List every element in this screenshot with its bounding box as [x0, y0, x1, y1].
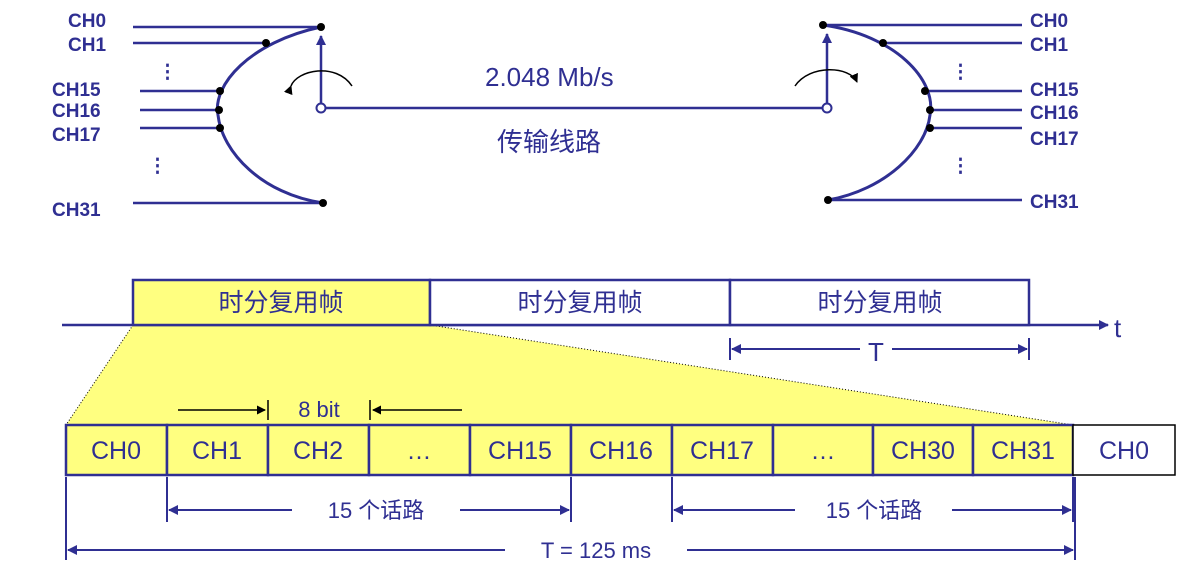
slot-next-ch0 [1072, 424, 1176, 476]
slot-label-ellipsis-2: … [811, 437, 836, 465]
line-label: 传输线路 [497, 127, 601, 157]
slot-label-next-ch0: CH0 [1099, 437, 1149, 465]
slot-ch17 [670, 423, 775, 477]
slot-label-ch0: CH0 [91, 437, 141, 465]
zoom-edge-right [429, 324, 1074, 426]
slot-ch2 [266, 423, 371, 477]
left-label-ch1: CH1 [68, 35, 106, 56]
slot-label-ch16: CH16 [589, 437, 653, 465]
right-pivot [821, 102, 833, 114]
slot-label-ch17: CH17 [690, 437, 754, 465]
frame-2 [428, 278, 732, 327]
slot-ch0 [64, 423, 169, 477]
left-contact-dots [215, 23, 327, 207]
frame-3-label: 时分复用帧 [817, 289, 942, 317]
rate-label: 2.048 Mb/s [485, 62, 614, 92]
slot-ch15 [468, 423, 573, 477]
left-channel-lines [133, 25, 323, 205]
slot-label-ch1: CH1 [192, 437, 242, 465]
frame-3 [728, 278, 1031, 327]
right-label-ch17: CH17 [1030, 129, 1079, 150]
right-vdots-lower: ⋮ [951, 156, 970, 177]
left-vdots-lower: ⋮ [148, 156, 167, 177]
right-rotation-arrow [794, 69, 858, 87]
right-contact-dots [819, 21, 934, 204]
left-rotation-arrow [283, 70, 353, 96]
left-vdots-upper: ⋮ [158, 62, 177, 83]
slot-row: CH0 CH1 CH2 … CH15 CH16 CH17 … CH30 CH31… [64, 423, 1176, 477]
zoom-edge-left [65, 324, 134, 426]
zoom-trapezoid [66, 325, 1073, 425]
right-commutator-arc [822, 23, 933, 202]
right-vdots-upper: ⋮ [951, 62, 970, 83]
period-label: T [868, 337, 884, 367]
left-label-ch15: CH15 [52, 80, 101, 101]
slot-label-ch15: CH15 [488, 437, 552, 465]
frame-2-label: 时分复用帧 [517, 289, 642, 317]
right-label-ch0: CH0 [1030, 11, 1068, 32]
left-label-ch16: CH16 [52, 101, 101, 122]
left-multiplexer: CH0 CH1 CH15 CH16 CH17 CH31 ⋮ ⋮ [52, 11, 353, 221]
slot-label-ellipsis-1: … [407, 437, 432, 465]
left-label-ch0: CH0 [68, 11, 106, 32]
left-pivot [315, 102, 327, 114]
left-label-ch17: CH17 [52, 125, 101, 146]
slot-ellipsis-2 [771, 423, 875, 477]
slot-label-ch31: CH31 [991, 437, 1055, 465]
left-label-ch31: CH31 [52, 200, 101, 221]
right-label-ch15: CH15 [1030, 80, 1079, 101]
right-channel-lines [823, 23, 1022, 202]
slot-ch16 [569, 423, 674, 477]
left-commutator-arc [215, 25, 324, 205]
frame-1 [131, 278, 432, 327]
slot-label-ch30: CH30 [891, 437, 955, 465]
right-demultiplexer: CH0 CH1 CH15 CH16 CH17 CH31 ⋮ ⋮ [794, 11, 1079, 213]
time-axis-label: t [1114, 313, 1122, 343]
frame-1-label: 时分复用帧 [218, 289, 343, 317]
total-label: T = 125 ms [541, 538, 651, 563]
group2-label: 15 个话路 [826, 498, 923, 523]
slot-label-ch2: CH2 [293, 437, 343, 465]
right-label-ch16: CH16 [1030, 103, 1079, 124]
right-label-ch1: CH1 [1030, 35, 1068, 56]
slot-ch1 [165, 423, 270, 477]
group1-label: 15 个话路 [328, 498, 425, 523]
bit-label: 8 bit [298, 397, 340, 422]
right-label-ch31: CH31 [1030, 192, 1079, 213]
